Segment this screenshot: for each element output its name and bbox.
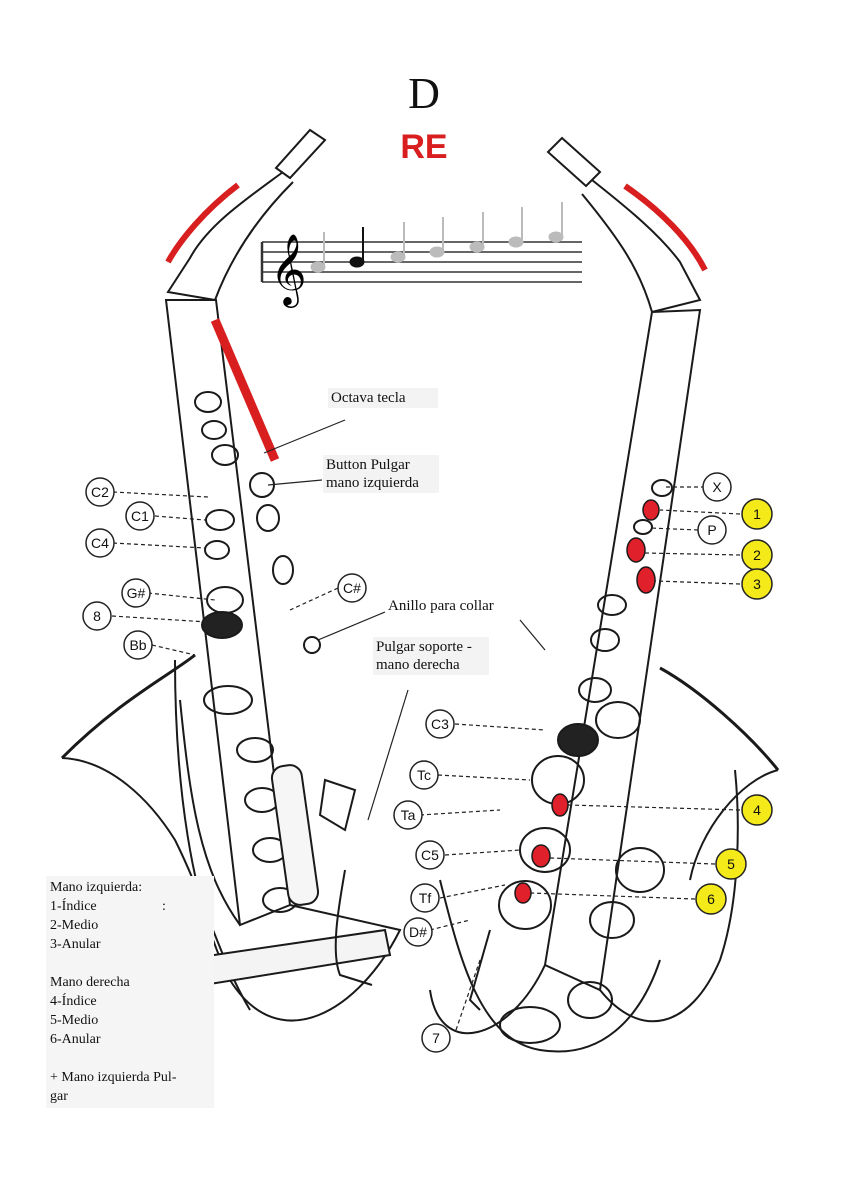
left-saxophone [60,128,402,1022]
pressed-key-2 [626,537,646,563]
key-label-dsharp: D# [409,924,427,940]
legend-line [50,1049,210,1068]
treble-clef-icon: 𝄞 [270,232,307,308]
key-label-x: X [712,479,722,495]
key-label-tf: Tf [419,890,432,906]
legend-line: Mano izquierda: [50,880,143,895]
key-label-tc: Tc [417,767,431,783]
pressed-key-4 [551,793,569,817]
legend-line: 2-Medio [50,918,99,933]
octave-key-label: Octava tecla [328,388,438,408]
legend-line: 3-Anular [50,937,101,952]
finger-number-4: 4 [753,802,761,818]
music-staff [260,241,582,283]
key-label-c4: C4 [91,535,109,551]
staff-notes [310,202,564,273]
legend-line: 6-Anular [50,1032,101,1047]
key-label-8: 8 [93,608,101,624]
legend-line: 4-Índice [50,994,97,1009]
pressed-key-6 [514,882,532,904]
pressed-key-5 [531,844,551,868]
key-label-c3: C3 [431,716,449,732]
thumb-rest-label: Pulgar soporte - mano derecha [373,637,489,675]
key-label-c2: C2 [91,484,109,500]
key-label-circles [82,472,732,1053]
legend-line [50,954,210,973]
key-label-c5: C5 [421,847,439,863]
thumb-button-label: Button Pulgar mano izquierda [323,455,439,493]
note-title: D [408,69,440,118]
legend-line: 1-Índice: [50,899,166,914]
strap-ring-label: Anillo para collar [388,598,494,614]
finger-number-3: 3 [753,576,761,592]
legend-line: 5-Medio [50,1013,99,1028]
pressed-key-3 [636,566,656,594]
note-subtitle: RE [400,128,448,166]
finger-number-2: 2 [753,547,761,563]
legend-line: gar [50,1089,68,1104]
finger-number-1: 1 [753,506,761,522]
key-label-gsharp: G# [127,585,146,601]
key-label-p: P [707,522,716,538]
right-saxophone [429,136,780,1053]
key-label-c1: C1 [131,508,149,524]
legend-line: Mano derecha [50,975,130,990]
finger-legend: Mano izquierda: 1-Índice: 2-Medio 3-Anul… [46,876,214,1108]
legend-line: + Mano izquierda Pul- [50,1070,177,1085]
pressed-keys [514,499,660,904]
pressed-key-1 [642,499,660,521]
finger-circles [695,498,773,915]
key-label-csharp: C# [343,580,361,596]
finger-number-6: 6 [707,891,715,907]
key-label-ta: Ta [401,807,416,823]
finger-number-5: 5 [727,856,735,872]
leader-lines [111,419,741,1031]
key-label-bflat: Bb [129,637,146,653]
key-label-7: 7 [432,1030,440,1046]
